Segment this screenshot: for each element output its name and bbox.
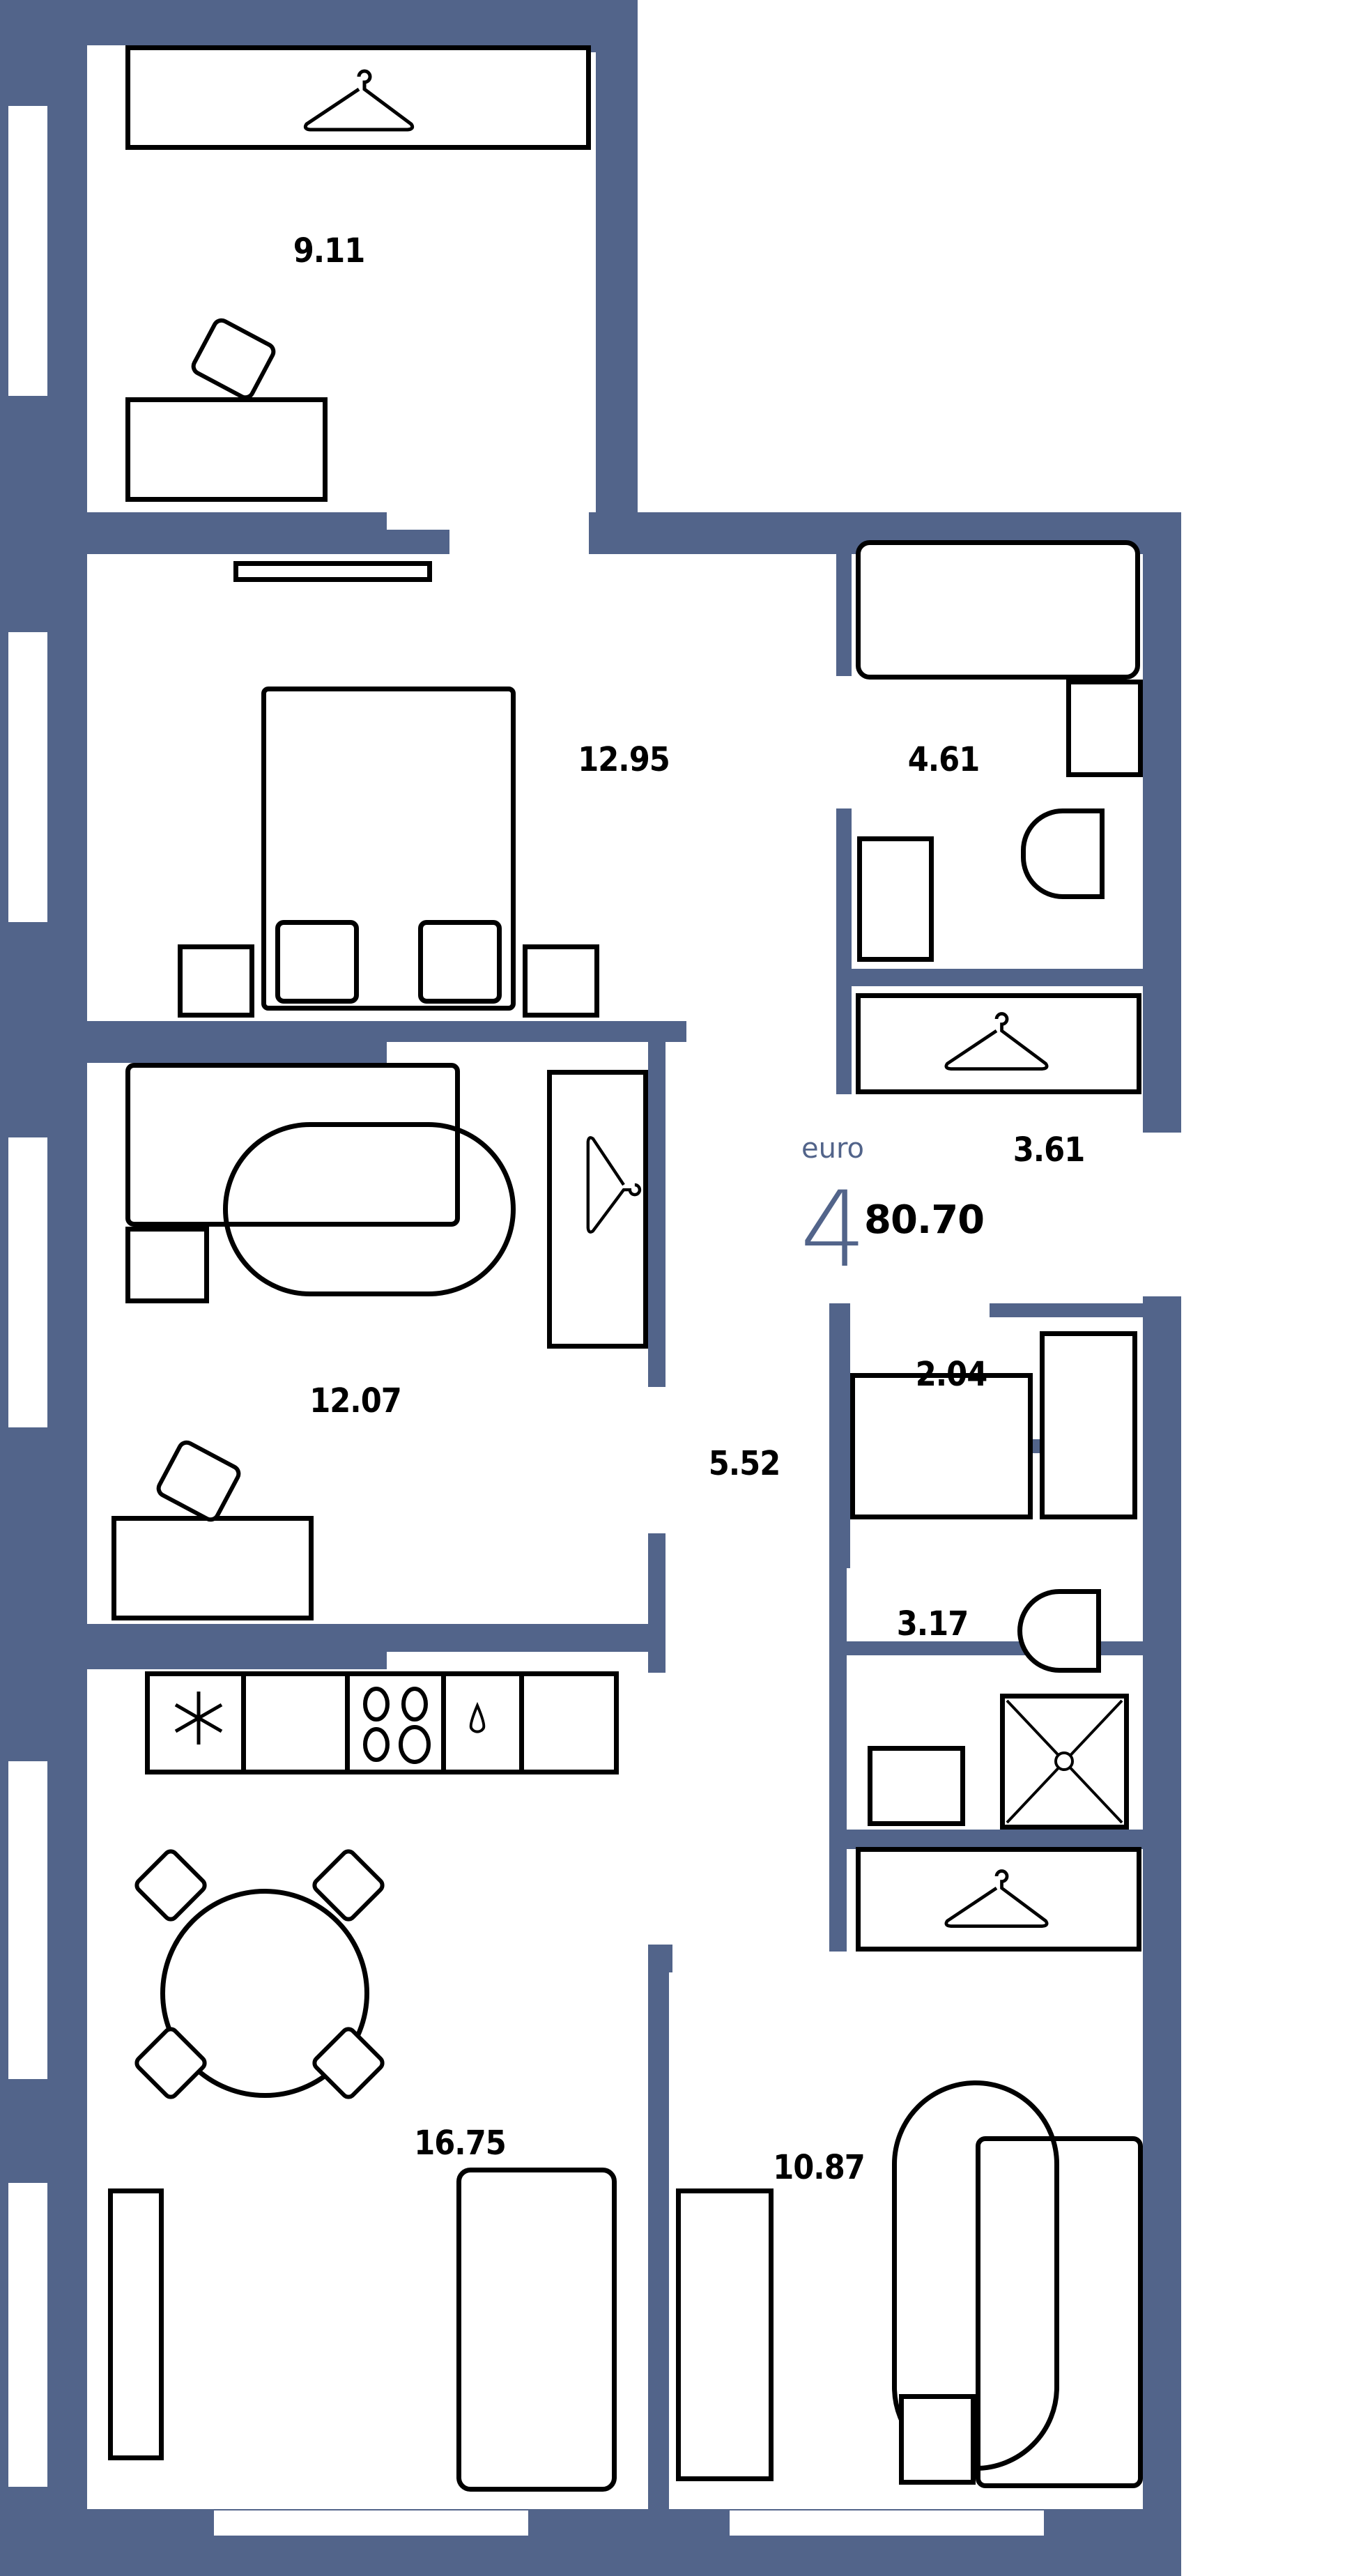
wall-bathroom-left bbox=[836, 537, 852, 676]
room-area-label: 4.61 bbox=[907, 740, 980, 779]
chair-top-room bbox=[187, 314, 279, 404]
window-kitchen-2 bbox=[7, 2182, 49, 2488]
wardrobe-storage-2 bbox=[1040, 1331, 1137, 1519]
wall-kitchen-top bbox=[87, 1624, 387, 1669]
rooms-count: 4 bbox=[800, 1170, 867, 1291]
wardrobe-top-room bbox=[125, 45, 591, 150]
hanger-icon bbox=[586, 1136, 642, 1234]
wall-kitchen-bedroom bbox=[648, 1945, 669, 2509]
window-kitchen bbox=[7, 1760, 49, 2080]
wall-wardrobe-top bbox=[829, 1303, 850, 1568]
wall-bedroom-divider-2 bbox=[387, 1021, 686, 1042]
hanger-icon bbox=[944, 1012, 1049, 1071]
room-area-label: 12.07 bbox=[309, 1381, 402, 1420]
bathroom-sink bbox=[1066, 680, 1143, 777]
window-bottom-right bbox=[728, 2509, 1045, 2537]
desk-bedroom bbox=[676, 2188, 774, 2481]
total-area: 80.70 bbox=[864, 1197, 985, 1243]
wall-top-room-right bbox=[596, 0, 638, 547]
toilet-bathroom bbox=[1021, 808, 1105, 899]
wall-bedroom-divider bbox=[87, 1021, 387, 1063]
washing-machine bbox=[857, 836, 934, 962]
wall-bathroom-bottom bbox=[836, 969, 1164, 986]
wardrobe-bedroom bbox=[856, 1847, 1141, 1952]
wardrobe-hall bbox=[856, 993, 1141, 1094]
side-table bbox=[125, 1227, 209, 1303]
room-area-label: 12.95 bbox=[578, 740, 670, 779]
pillow-1 bbox=[275, 920, 359, 1004]
nightstand-bedroom bbox=[899, 2394, 976, 2485]
wall-entrance-right bbox=[1143, 1296, 1181, 2576]
wall-kitchen-bedroom-stub bbox=[666, 1945, 672, 1972]
kitchen-sink bbox=[519, 1671, 619, 1774]
nightstand-2 bbox=[523, 944, 599, 1018]
room-area-label: 5.52 bbox=[708, 1444, 781, 1483]
rug-oval bbox=[223, 1122, 516, 1296]
room-area-label: 16.75 bbox=[414, 2124, 507, 2163]
wall-shower-bottom-2 bbox=[829, 1830, 1164, 1849]
fridge bbox=[145, 1671, 246, 1774]
water-drop-icon bbox=[469, 1701, 486, 1733]
room-area-label: 3.61 bbox=[1013, 1130, 1086, 1170]
wardrobe-living bbox=[547, 1070, 648, 1349]
wall-top-room-bottom-2 bbox=[387, 530, 449, 554]
room-area-label: 3.17 bbox=[896, 1604, 969, 1643]
window-bedroom bbox=[7, 631, 49, 923]
desk-top-room bbox=[125, 397, 328, 502]
desk-living bbox=[111, 1516, 314, 1620]
pillow-2 bbox=[418, 920, 502, 1004]
nightstand-1 bbox=[178, 944, 254, 1018]
wall-shower-bottom bbox=[829, 1641, 1164, 1655]
shower-sink bbox=[868, 1746, 965, 1826]
tv-stand bbox=[233, 561, 432, 582]
outer-wall-right-upper bbox=[1143, 512, 1181, 1133]
shower-drain-icon bbox=[1006, 1699, 1123, 1824]
wardrobe-storage-1 bbox=[850, 1373, 1033, 1519]
wall-top-room-bottom bbox=[87, 512, 387, 554]
stove bbox=[345, 1671, 446, 1774]
wall-corridor-left-2 bbox=[648, 1533, 666, 1673]
stove-icon bbox=[363, 1687, 431, 1764]
toilet-shower bbox=[1017, 1589, 1101, 1673]
bathtub bbox=[856, 540, 1140, 680]
rug-bedroom bbox=[892, 2080, 1059, 2471]
room-area-label: 2.04 bbox=[915, 1355, 988, 1394]
tv-unit bbox=[108, 2188, 164, 2460]
wall-corridor-left bbox=[648, 1021, 666, 1387]
wall-kitchen-top-2 bbox=[387, 1624, 666, 1652]
window-living bbox=[7, 1136, 49, 1429]
hanger-icon bbox=[944, 1869, 1049, 1928]
snowflake-icon bbox=[174, 1692, 223, 1745]
currency-label: euro bbox=[801, 1133, 864, 1165]
wall-shower-left bbox=[829, 1551, 847, 1952]
chair-living bbox=[153, 1436, 245, 1526]
wall-wardrobe-top-2 bbox=[990, 1303, 1164, 1317]
window-bottom-left bbox=[213, 2509, 530, 2537]
hanger-icon bbox=[303, 69, 415, 132]
room-area-label: 9.11 bbox=[293, 231, 366, 270]
sofa-kitchen bbox=[456, 2168, 617, 2492]
window-top-room bbox=[7, 105, 49, 397]
room-area-label: 10.87 bbox=[773, 2148, 866, 2187]
wall-bathroom-left-2 bbox=[836, 808, 852, 1094]
